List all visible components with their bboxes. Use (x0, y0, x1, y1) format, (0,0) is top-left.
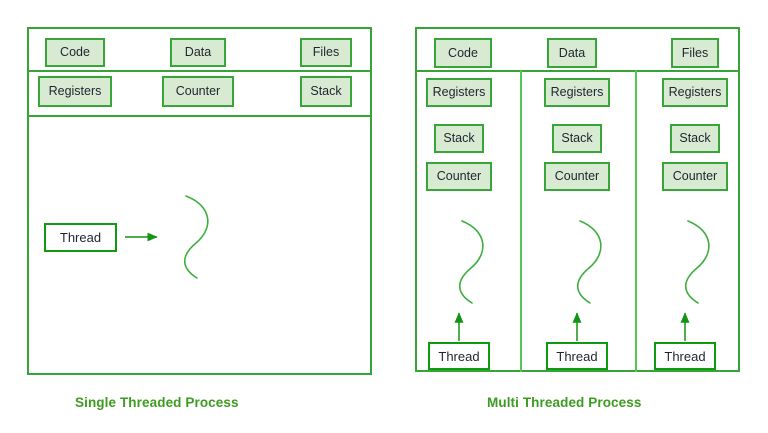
single-threaded-process-panel (27, 27, 372, 375)
cell-label: Code (448, 45, 478, 60)
thread-label: Thread (556, 348, 598, 364)
single-divider-2 (27, 115, 372, 117)
multi-col3-cell-stack: Stack (670, 124, 720, 153)
multi-col1-cell-registers: Registers (426, 78, 492, 107)
multi-threaded-process-panel (415, 27, 740, 372)
cell-label: Stack (310, 84, 342, 99)
multi-col1-cell-counter: Counter (426, 162, 492, 191)
single-cell-code: Code (45, 38, 105, 67)
cell-label: Stack (443, 131, 475, 146)
cell-label: Registers (432, 85, 486, 100)
multi-col3-thread-box: Thread (654, 342, 716, 370)
multi-cell-code: Code (434, 38, 492, 68)
cell-label: Files (681, 45, 709, 60)
cell-label: Files (312, 45, 340, 60)
single-cell-data: Data (170, 38, 226, 67)
multi-col2-cell-stack: Stack (552, 124, 602, 153)
multi-col1-cell-stack: Stack (434, 124, 484, 153)
cell-label: Data (184, 45, 212, 60)
single-cell-registers: Registers (38, 76, 112, 107)
thread-label: Thread (438, 348, 480, 364)
single-divider-1 (27, 70, 372, 72)
cell-label: Code (60, 45, 90, 60)
cell-label: Data (558, 45, 586, 60)
cell-label: Registers (668, 85, 722, 100)
single-cell-stack: Stack (300, 76, 352, 107)
multi-process-caption: Multi Threaded Process (487, 395, 642, 410)
multi-col2-thread-box: Thread (546, 342, 608, 370)
multi-cell-data: Data (547, 38, 597, 68)
thread-label: Thread (59, 230, 102, 245)
multi-column-divider-2 (635, 70, 637, 372)
multi-column-divider-1 (520, 70, 522, 372)
single-cell-files: Files (300, 38, 352, 67)
thread-label: Thread (664, 348, 706, 364)
single-process-caption: Single Threaded Process (75, 395, 239, 410)
multi-divider-1 (415, 70, 740, 72)
single-thread-box: Thread (44, 223, 117, 252)
cell-label: Registers (48, 84, 102, 99)
cell-label: Counter (175, 84, 221, 99)
multi-col2-cell-counter: Counter (544, 162, 610, 191)
cell-label: Stack (679, 131, 711, 146)
cell-label: Counter (672, 169, 718, 184)
single-cell-counter: Counter (162, 76, 234, 107)
multi-col3-cell-counter: Counter (662, 162, 728, 191)
multi-col3-cell-registers: Registers (662, 78, 728, 107)
cell-label: Counter (554, 169, 600, 184)
multi-cell-files: Files (671, 38, 719, 68)
cell-label: Counter (436, 169, 482, 184)
multi-col1-thread-box: Thread (428, 342, 490, 370)
multi-col2-cell-registers: Registers (544, 78, 610, 107)
cell-label: Stack (561, 131, 593, 146)
cell-label: Registers (550, 85, 604, 100)
